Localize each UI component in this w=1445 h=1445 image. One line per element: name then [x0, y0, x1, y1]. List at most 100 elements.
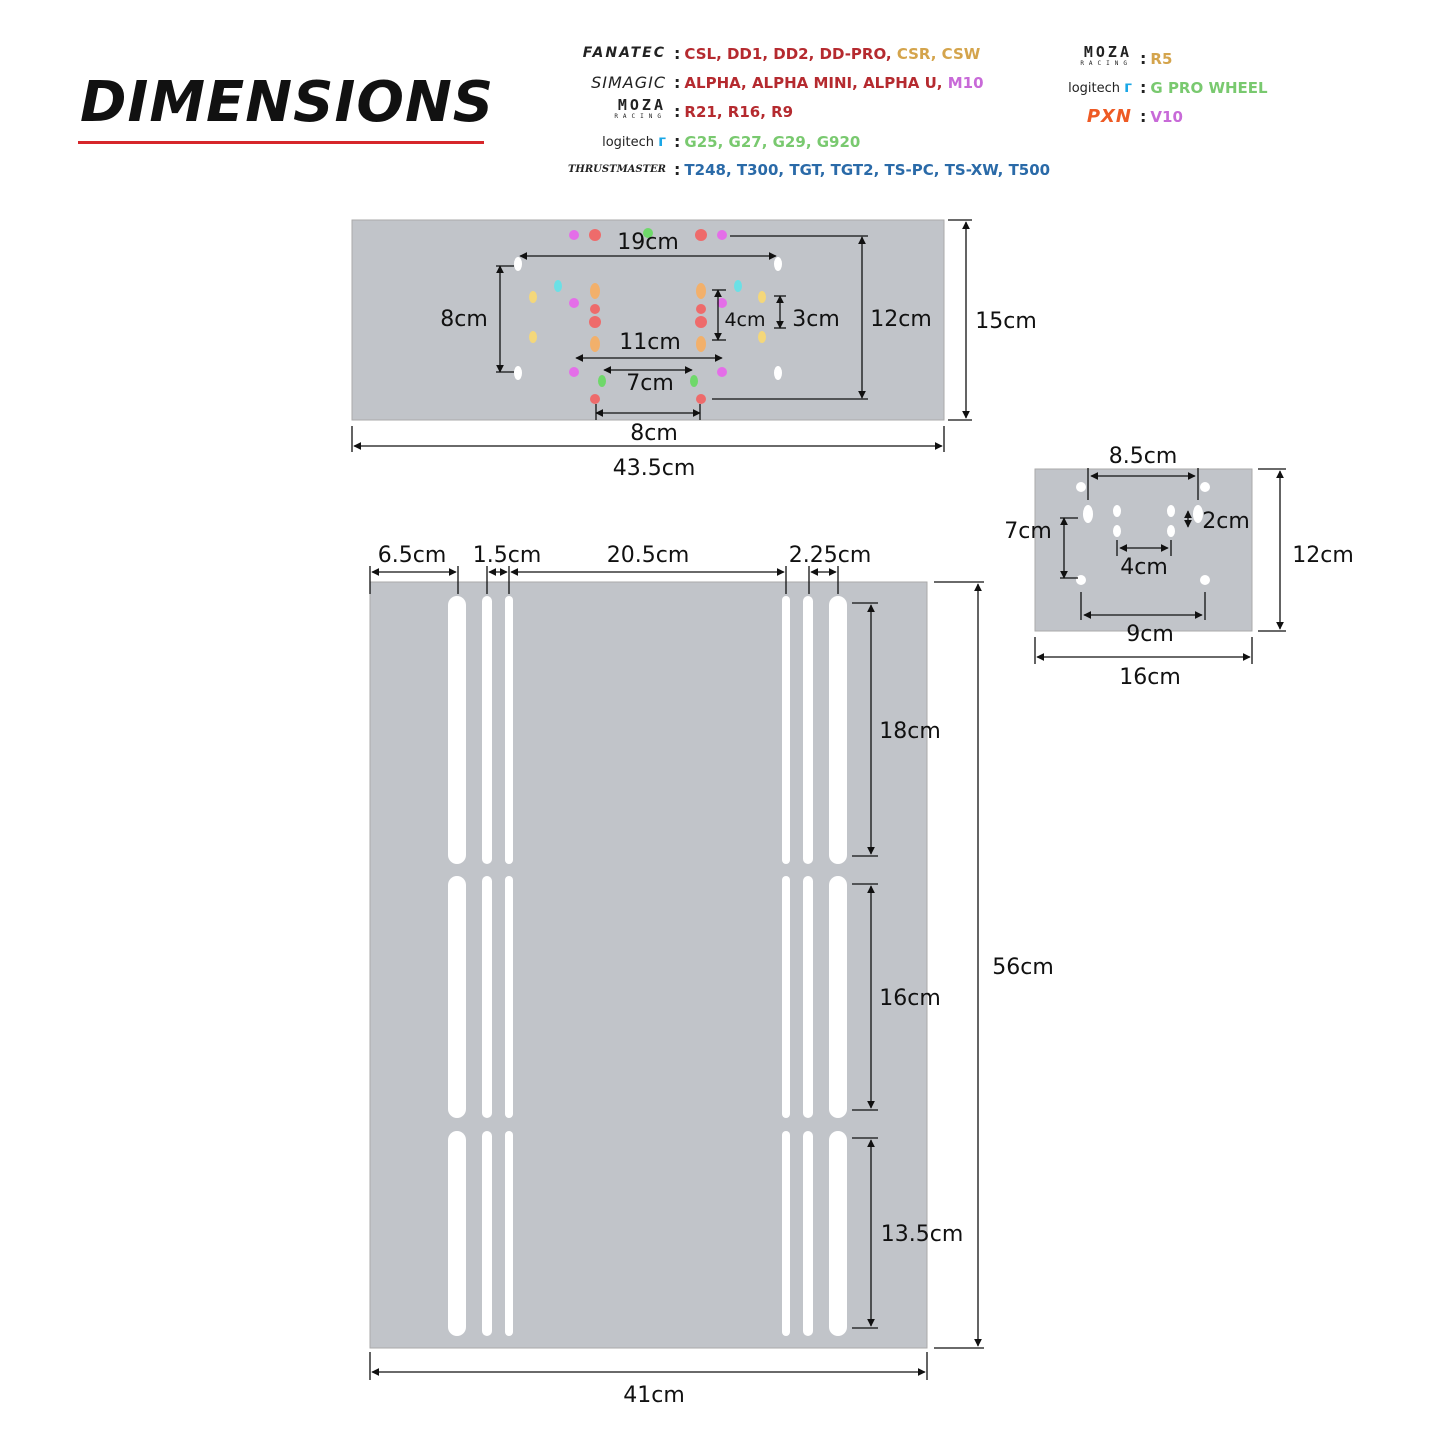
dim-16cm: 16cm — [1119, 665, 1181, 690]
dim-20-5cm: 20.5cm — [607, 543, 690, 568]
mount-hole — [590, 394, 600, 404]
legend-separator: , — [725, 160, 737, 179]
legend-row-logitech-pro: logitech г : G PRO WHEEL — [1046, 76, 1268, 98]
mounting-slot — [505, 596, 513, 864]
mount-hole — [589, 316, 601, 328]
mounting-slot — [803, 596, 813, 864]
dim-7cm-small: 7cm — [1004, 519, 1052, 544]
wheel-plate-holes — [514, 228, 782, 404]
legend-model: T300 — [736, 160, 779, 179]
legend-models: G PRO WHEEL — [1150, 78, 1267, 97]
legend-separator: , — [885, 44, 897, 63]
pxn-logo: PXN — [1086, 105, 1132, 127]
dim-4cm: 4cm — [724, 309, 765, 331]
legend-separator: , — [761, 132, 773, 151]
legend-separator: , — [741, 73, 752, 92]
moza-logo: MOZA RACING — [1046, 45, 1132, 70]
dim-12cm: 12cm — [870, 307, 932, 332]
small-plate-dim-lines — [1034, 468, 1286, 664]
legend-model: CSR — [896, 44, 931, 63]
mounting-slot — [782, 596, 790, 864]
dim-2cm: 2cm — [1202, 509, 1250, 534]
legend-separator: , — [760, 102, 772, 121]
legend-separator: , — [717, 132, 729, 151]
legend-colon: : — [674, 43, 681, 63]
legend-model: V10 — [1150, 107, 1183, 126]
mount-hole — [590, 304, 600, 314]
base-plate-dim-lines — [369, 566, 984, 1380]
mounting-slot — [448, 876, 466, 1118]
dim-1-5cm: 1.5cm — [473, 543, 542, 568]
legend-model: R9 — [771, 102, 794, 121]
mount-hole — [758, 291, 766, 303]
mounting-slot — [482, 596, 492, 864]
legend-row-fanatec: FANATEC : CSL, DD1, DD2, DD-PRO, CSR, CS… — [560, 42, 981, 64]
dim-16cm-slot: 16cm — [879, 986, 941, 1011]
legend-model: DD1 — [726, 44, 763, 63]
base-plate-slots — [448, 596, 847, 1336]
legend-model: G25 — [684, 132, 718, 151]
legend-models: V10 — [1150, 107, 1182, 126]
dim-19cm: 19cm — [617, 230, 679, 255]
mount-hole — [717, 230, 727, 240]
legend-separator: , — [852, 73, 864, 92]
mount-hole — [717, 367, 727, 377]
wheel-plate-dim-lines — [351, 219, 972, 452]
logitech-logo-text: logitech — [602, 135, 655, 150]
logitech-logo: logitech г — [1046, 78, 1132, 96]
dim-3cm: 3cm — [792, 307, 840, 332]
legend-separator: , — [873, 160, 885, 179]
thrustmaster-logo: THRUSTMASTER — [567, 163, 666, 175]
dim-11cm: 11cm — [619, 330, 681, 355]
mount-hole — [774, 366, 782, 380]
legend-model: G27 — [728, 132, 762, 151]
mount-hole — [590, 336, 600, 352]
legend-model: CSW — [941, 44, 981, 63]
legend-row-simagic: SIMAGIC : ALPHA, ALPHA MINI, ALPHA U, M1… — [560, 71, 983, 93]
mounting-slot — [829, 1131, 847, 1336]
mounting-slot — [803, 1131, 813, 1336]
legend-separator: , — [716, 102, 728, 121]
mount-hole — [774, 257, 782, 271]
mounting-slot — [505, 876, 513, 1118]
mount-hole — [690, 375, 698, 387]
legend-model: CSL — [684, 44, 717, 63]
dim-56cm: 56cm — [992, 955, 1054, 980]
dim-12cm-small: 12cm — [1292, 543, 1354, 568]
mount-hole — [696, 283, 706, 299]
legend-models: ALPHA, ALPHA MINI, ALPHA U, M10 — [684, 73, 983, 92]
mount-hole — [643, 228, 653, 238]
legend-model: ALPHA U — [863, 73, 937, 92]
legend-separator: , — [819, 160, 831, 179]
dim-6-5cm: 6.5cm — [378, 543, 447, 568]
legend-colon: : — [1140, 106, 1147, 126]
legend-model: TGT — [789, 160, 820, 179]
dim-4cm-small: 4cm — [1120, 555, 1168, 580]
moza-logo-sub: RACING — [614, 113, 666, 120]
legend-models: R21, R16, R9 — [684, 102, 793, 121]
dim-2-25cm: 2.25cm — [789, 543, 872, 568]
legend-colon: : — [674, 159, 681, 179]
wheel-plate: 19cm 8cm 11cm 4cm 3cm 12cm 7cm 8cm 15cm … — [351, 219, 1037, 481]
mount-hole — [590, 283, 600, 299]
dim-15cm: 15cm — [975, 309, 1037, 334]
mounting-slot — [505, 1131, 513, 1336]
legend-model: G29 — [772, 132, 806, 151]
page-title: DIMENSIONS — [80, 70, 495, 135]
legend-row-moza: MOZA RACING : R21, R16, R9 — [560, 98, 793, 122]
legend-model: TS-XW — [944, 160, 998, 179]
legend-colon: : — [1140, 48, 1147, 68]
small-plate: 8.5cm 7cm 2cm 4cm 9cm 12cm 16cm — [1004, 444, 1354, 690]
mounting-slot — [803, 876, 813, 1118]
logitech-g-icon: г — [1124, 78, 1132, 96]
mount-hole — [569, 298, 579, 308]
mount-hole — [696, 304, 706, 314]
legend-model: R21 — [684, 102, 717, 121]
legend-models: R5 — [1150, 49, 1172, 68]
mounting-slot — [782, 1131, 790, 1336]
mount-hole — [529, 291, 537, 303]
dim-8-5cm: 8.5cm — [1109, 444, 1178, 469]
mount-hole — [589, 229, 601, 241]
legend-model: T500 — [1008, 160, 1051, 179]
